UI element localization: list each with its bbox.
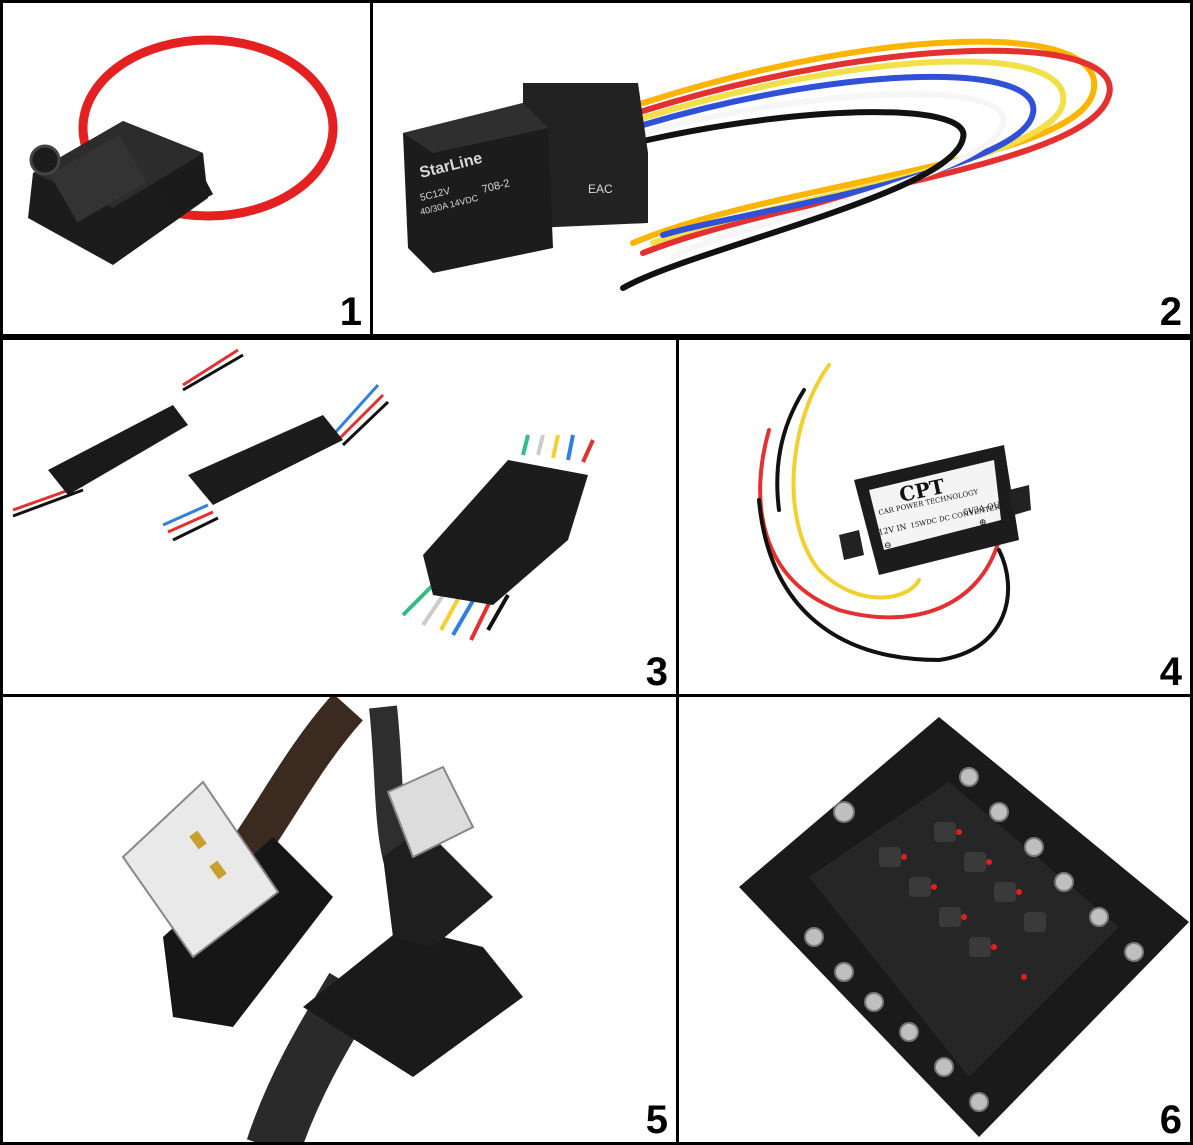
connectors-illustration: [12, 348, 595, 641]
fuse-holder-illustration: [28, 35, 338, 265]
panel-number: 2: [1159, 290, 1182, 334]
panel-2: StarLine 5C12V 708-2 40/30A 14VDC EAC 2: [370, 0, 1193, 337]
panel-5: 5: [0, 694, 679, 1145]
converter-plus: ⊕: [979, 518, 987, 528]
panel-1: 1: [0, 0, 373, 337]
panel-number: 1: [339, 290, 362, 334]
usb-cable-illustration: [121, 697, 523, 1142]
panel-3: 3: [0, 337, 679, 697]
panel-4: CPT CAR POWER TECHNOLOGY 12V IN 15WDC DC…: [676, 337, 1193, 697]
fuse-box-illustration: [739, 717, 1189, 1137]
panel-number: 4: [1159, 650, 1182, 694]
panel-number: 3: [645, 650, 668, 694]
converter-minus: ⊖: [884, 541, 892, 551]
converter-illustration: CPT CAR POWER TECHNOLOGY 12V IN 15WDC DC…: [757, 363, 1031, 663]
panel-number: 5: [645, 1098, 668, 1142]
panel-number: 6: [1159, 1098, 1182, 1142]
panel-6: 6: [676, 694, 1193, 1145]
relay-mark: EAC: [588, 182, 613, 196]
relay-illustration: StarLine 5C12V 708-2 40/30A 14VDC EAC: [403, 38, 1113, 291]
